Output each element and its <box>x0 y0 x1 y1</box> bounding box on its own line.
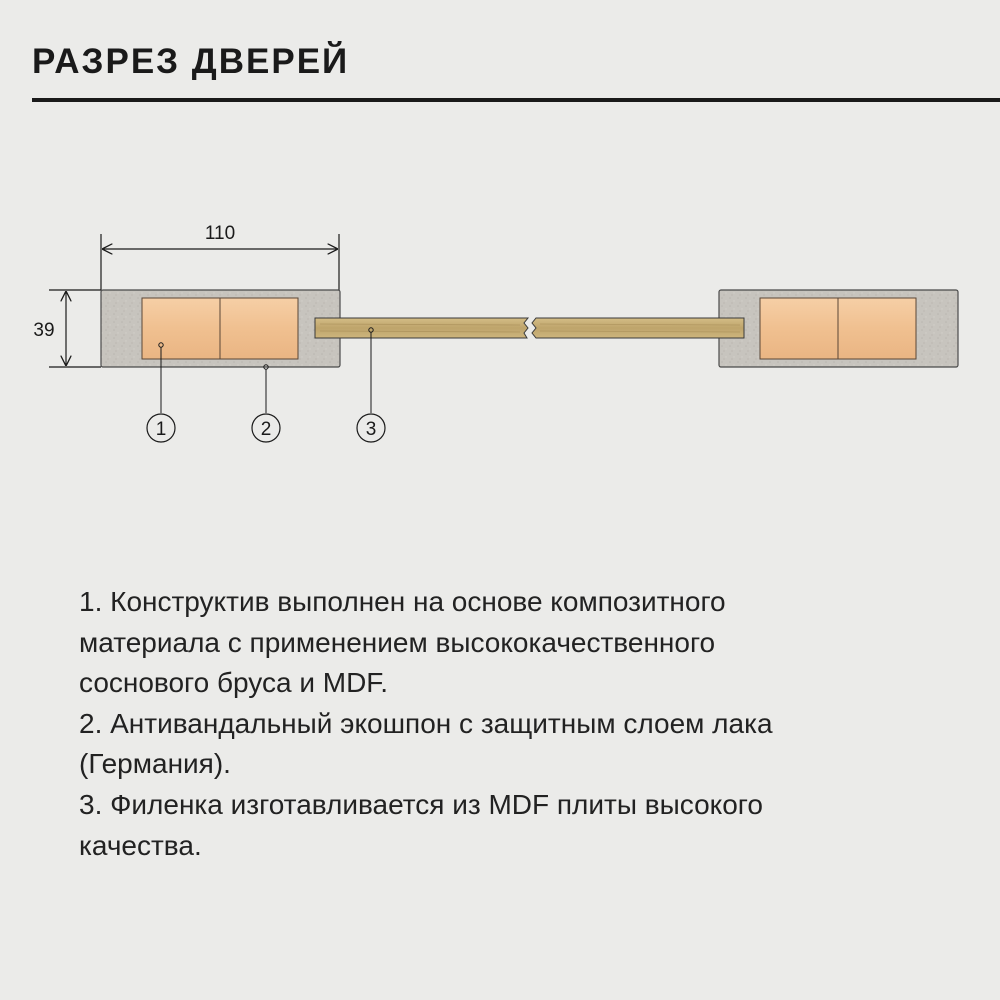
title-divider <box>32 98 1000 102</box>
callout-2: 2 <box>251 364 281 443</box>
callout-2-label: 2 <box>261 419 272 440</box>
note-2-line-2: (Германия). <box>79 748 231 780</box>
note-1: 1. Конструктив выполнен на основе композ… <box>79 582 969 704</box>
callout-3-circle <box>356 413 386 443</box>
note-3-line-1: 3. Филенка изготавливается из MDF плиты … <box>79 788 763 820</box>
right-pine-bar-2 <box>837 297 917 360</box>
left-frame-section <box>100 289 341 368</box>
callout-3-label: 3 <box>366 419 377 440</box>
left-pine-bar-2 <box>219 297 299 360</box>
door-section-diagram: 110 39 1 2 <box>33 223 959 443</box>
callout-1-label: 1 <box>156 419 167 440</box>
right-pine-bar-1 <box>759 297 839 360</box>
note-3: 3. Филенка изготавливается из MDF плиты … <box>79 785 969 866</box>
mdf-panel-right-part <box>531 317 745 339</box>
note-3-line-2: качества. <box>79 829 202 861</box>
note-2: 2. Антивандальный экошпон с защитным сло… <box>79 704 969 785</box>
note-1-line-3: соснового бруса и MDF. <box>79 667 389 699</box>
callout-1-circle <box>146 413 176 443</box>
mdf-panel-section <box>314 317 745 339</box>
note-1-line-2: материала с применением высококачественн… <box>79 626 716 658</box>
callout-1: 1 <box>146 342 176 443</box>
callout-3: 3 <box>356 327 386 443</box>
notes-list: 1. Конструктив выполнен на основе композ… <box>79 582 969 866</box>
page-title: РАЗРЕЗ ДВЕРЕЙ <box>32 42 350 81</box>
note-2-line-1: 2. Антивандальный экошпон с защитным сло… <box>79 707 773 739</box>
note-1-line-1: 1. Конструктив выполнен на основе композ… <box>79 586 726 617</box>
left-pine-bar-1 <box>141 297 221 360</box>
callout-2-circle <box>251 413 281 443</box>
right-frame-section <box>718 289 959 368</box>
height-dimension-label: 39 <box>33 320 54 341</box>
mdf-panel-left-part <box>314 317 530 339</box>
height-dimension: 39 <box>33 289 101 368</box>
width-dimension-label: 110 <box>205 223 235 244</box>
width-dimension: 110 <box>100 223 340 290</box>
